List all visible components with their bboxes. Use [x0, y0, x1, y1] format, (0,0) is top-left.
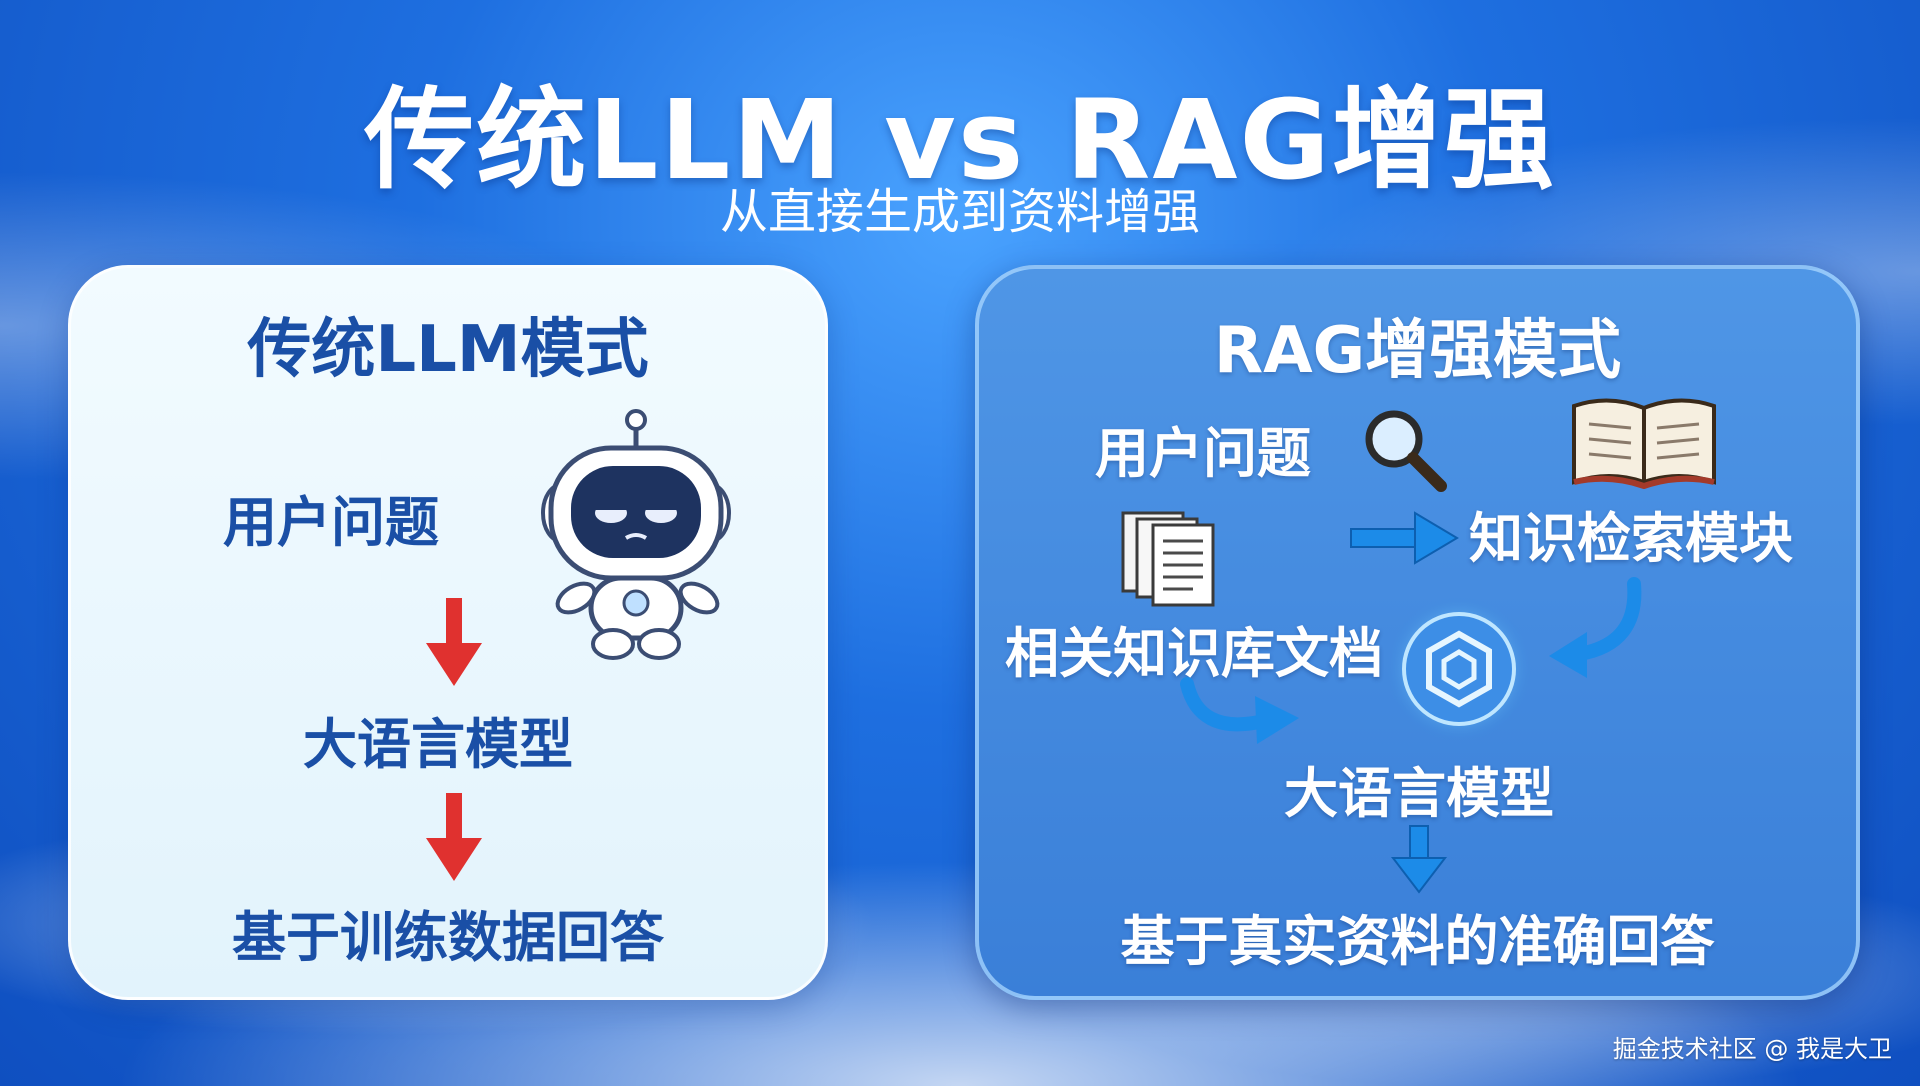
kb-documents: 相关知识库文档	[1005, 622, 1383, 685]
step-llm: 大语言模型	[303, 713, 573, 776]
traditional-llm-panel: 传统LLM模式 用户问题 大语言模型 基于训练数据回答	[68, 265, 828, 1000]
down-arrow-icon	[1390, 825, 1448, 894]
retrieval-module: 知识检索模块	[1469, 507, 1793, 570]
rag-panel-title: RAG增强模式	[1213, 314, 1622, 388]
book-icon	[1572, 398, 1716, 489]
rag-llm: 大语言模型	[1284, 762, 1554, 825]
down-arrow-icon	[426, 598, 482, 686]
llm-core-icon	[1387, 597, 1531, 741]
down-arrow-icon	[426, 793, 482, 881]
step-answer: 基于训练数据回答	[232, 906, 664, 969]
curved-arrow-icon	[1180, 677, 1299, 744]
robot-icon	[541, 409, 731, 660]
curved-arrow-icon	[1549, 577, 1642, 678]
page-title: 传统LLM vs RAG增强	[364, 76, 1556, 204]
rag-answer: 基于真实资料的准确回答	[1120, 910, 1715, 973]
step-user-question: 用户问题	[223, 491, 439, 554]
right-arrow-icon	[1350, 511, 1459, 565]
documents-icon	[1121, 511, 1215, 607]
traditional-panel-title: 传统LLM模式	[247, 313, 649, 387]
rag-panel: RAG增强模式 用户问题 知识检索模块	[975, 265, 1860, 1000]
watermark: 掘金技术社区 @ 我是大卫	[1612, 1035, 1892, 1063]
rag-user-question: 用户问题	[1095, 422, 1311, 485]
page-subtitle: 从直接生成到资料增强	[719, 184, 1200, 240]
magnifier-icon	[1365, 410, 1447, 492]
